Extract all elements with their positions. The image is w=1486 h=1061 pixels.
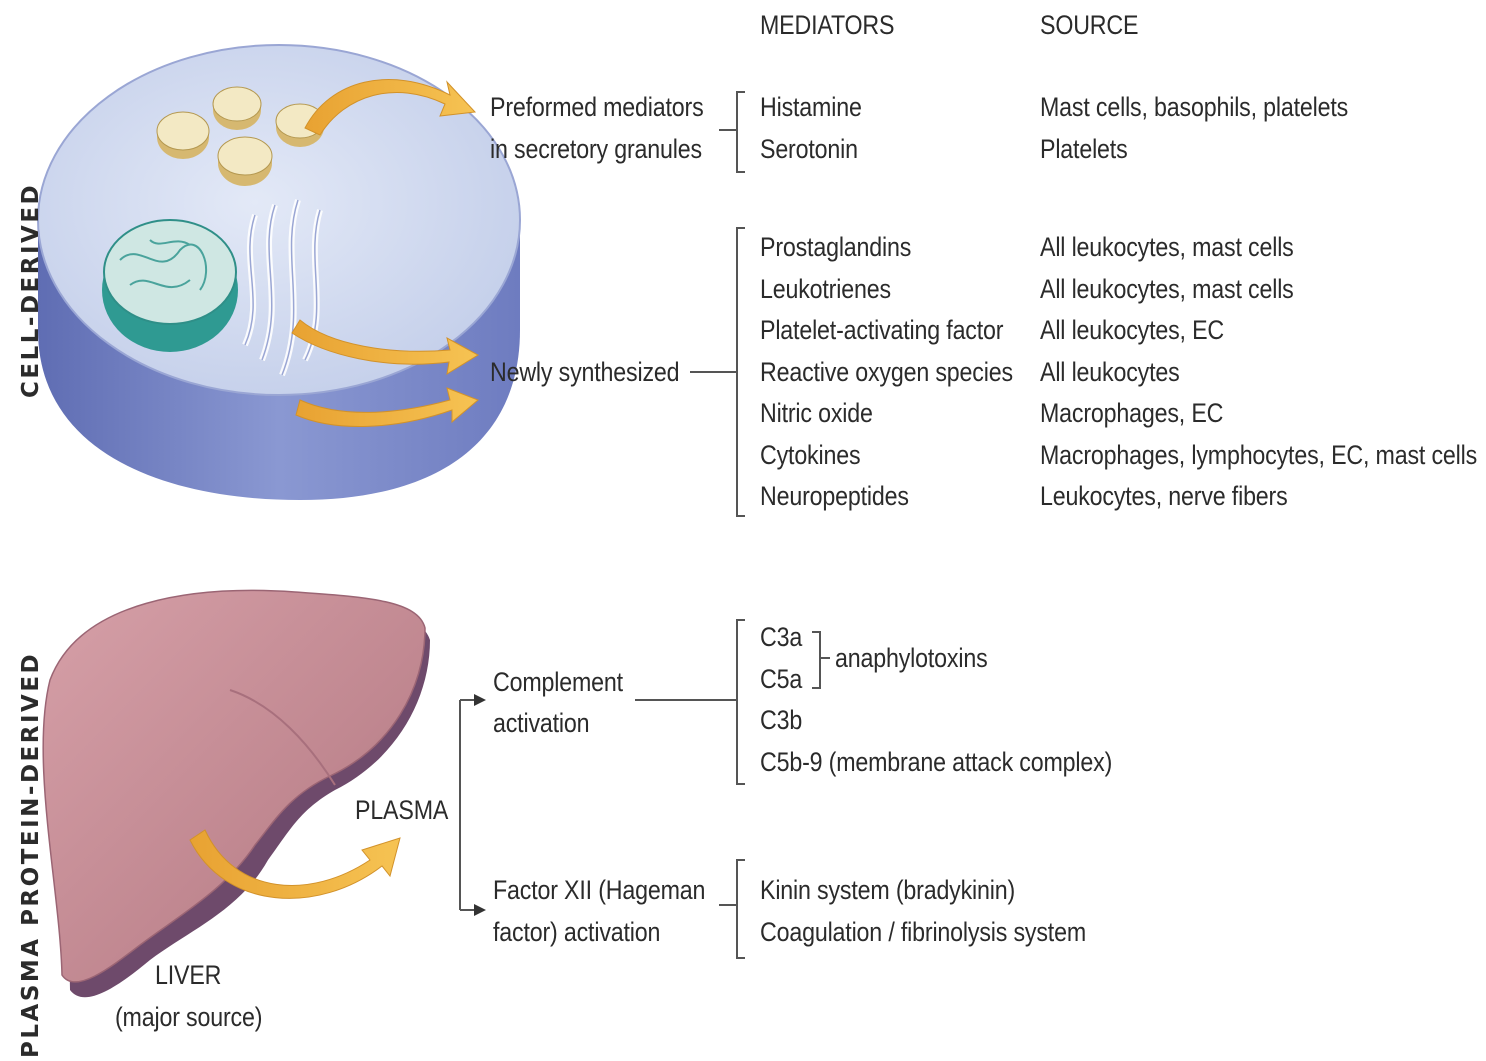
- liver-illustration: [43, 590, 430, 997]
- label-newly-synthesized: Newly synthesized: [490, 357, 679, 387]
- source-prostaglandins: All leukocytes, mast cells: [1040, 232, 1294, 262]
- label-anaphylotoxins: anaphylotoxins: [835, 643, 988, 673]
- source-histamine: Mast cells, basophils, platelets: [1040, 92, 1348, 122]
- source-ros: All leukocytes: [1040, 357, 1180, 387]
- label-factor-xii-line1: Factor XII (Hageman: [493, 875, 705, 905]
- source-nitric-oxide: Macrophages, EC: [1040, 398, 1223, 428]
- label-complement-line1: Complement: [493, 667, 623, 697]
- factor-xii-coagulation: Coagulation / fibrinolysis system: [760, 917, 1086, 947]
- source-leukotrienes: All leukocytes, mast cells: [1040, 274, 1294, 304]
- source-neuropeptides: Leukocytes, nerve fibers: [1040, 481, 1288, 511]
- complement-c3a: C3a: [760, 622, 802, 652]
- complement-c5a: C5a: [760, 664, 802, 694]
- mediator-leukotrienes: Leukotrienes: [760, 274, 891, 304]
- label-factor-xii-line2: factor) activation: [493, 917, 660, 947]
- mediator-prostaglandins: Prostaglandins: [760, 232, 911, 262]
- mediator-histamine: Histamine: [760, 92, 862, 122]
- factor-xii-kinin: Kinin system (bradykinin): [760, 875, 1015, 905]
- source-serotonin: Platelets: [1040, 134, 1128, 164]
- label-liver: LIVER: [155, 960, 221, 990]
- label-plasma: PLASMA: [355, 795, 448, 825]
- source-cytokines: Macrophages, lymphocytes, EC, mast cells: [1040, 440, 1477, 470]
- label-complement-line2: activation: [493, 708, 589, 738]
- side-label-cell-derived: CELL-DERIVED: [18, 183, 44, 398]
- mediator-cytokines: Cytokines: [760, 440, 860, 470]
- source-paf: All leukocytes, EC: [1040, 315, 1224, 345]
- label-preformed-line2: in secretory granules: [490, 134, 702, 164]
- header-source: SOURCE: [1040, 10, 1138, 40]
- nucleus: [102, 220, 238, 352]
- complement-c3b: C3b: [760, 705, 802, 735]
- mediator-paf: Platelet-activating factor: [760, 315, 1003, 345]
- mediator-neuropeptides: Neuropeptides: [760, 481, 909, 511]
- label-liver-major-source: (major source): [115, 1002, 262, 1032]
- side-label-plasma-derived: PLASMA PROTEIN-DERIVED: [18, 652, 44, 1058]
- header-mediators: MEDIATORS: [760, 10, 894, 40]
- mediator-serotonin: Serotonin: [760, 134, 858, 164]
- complement-c5b9: C5b-9 (membrane attack complex): [760, 747, 1112, 777]
- mediator-nitric-oxide: Nitric oxide: [760, 398, 873, 428]
- mediator-ros: Reactive oxygen species: [760, 357, 1013, 387]
- label-preformed-line1: Preformed mediators: [490, 92, 704, 122]
